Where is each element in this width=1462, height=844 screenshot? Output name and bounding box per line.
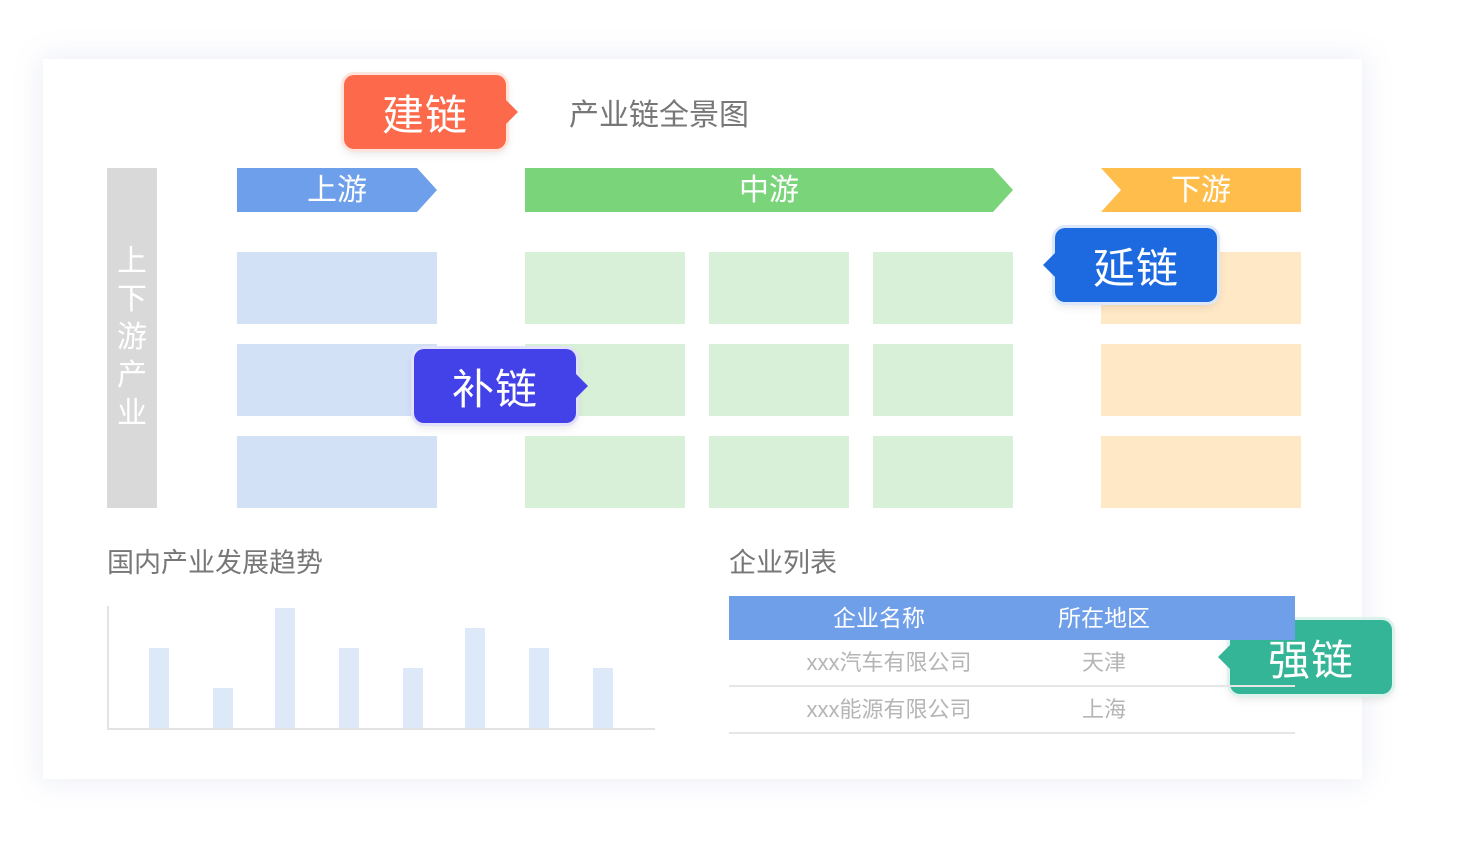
table-header: 企业名称 所在地区: [729, 596, 1295, 640]
midstream-cell: [873, 344, 1013, 416]
upstream-cell: [237, 436, 437, 508]
column-header-name: 企业名称: [833, 605, 925, 631]
trend-bar: [465, 628, 485, 728]
trend-bar: [275, 608, 295, 728]
tag-pointer: [1218, 645, 1230, 669]
tag-pointer: [1043, 253, 1055, 277]
chart-y-axis: [107, 606, 109, 730]
column-header-region: 所在地区: [1058, 605, 1150, 631]
company-table: 企业名称 所在地区 xxx汽车有限公司 天津 xxx能源有限公司 上海: [729, 596, 1295, 734]
upstream-arrow: [237, 168, 437, 212]
midstream-cell: [525, 436, 685, 508]
trend-bar: [593, 668, 613, 728]
trend-bar: [529, 648, 549, 728]
company-region: 天津: [1081, 650, 1126, 675]
company-region: 上海: [1081, 697, 1126, 722]
strengthen-chain-label: 强链: [1267, 636, 1354, 684]
midstream-label: 中游: [739, 174, 799, 207]
trend-bar: [213, 688, 233, 728]
midstream-cell: [709, 436, 849, 508]
upstream-cell: [237, 344, 437, 416]
midstream-cell: [873, 252, 1013, 324]
downstream-cell: [1101, 344, 1301, 416]
downstream-cell: [1101, 436, 1301, 508]
midstream-arrow: [525, 168, 1013, 212]
midstream-cell: [709, 344, 849, 416]
company-name: xxx汽车有限公司: [806, 650, 972, 675]
trend-bar: [339, 648, 359, 728]
page-title: 产业链全景图: [569, 99, 749, 132]
company-list-title: 企业列表: [729, 548, 837, 578]
midstream-cell: [709, 252, 849, 324]
downstream-label: 下游: [1171, 174, 1231, 207]
sidebar-label: 上下游产业: [117, 245, 147, 430]
table-row[interactable]: xxx能源有限公司 上海: [729, 687, 1295, 734]
supplement-chain-label: 补链: [451, 365, 538, 413]
supplement-chain-tag: 补链: [414, 349, 588, 423]
midstream-cell: [873, 436, 1013, 508]
industry-sidebar: 上下游产业: [107, 168, 157, 508]
build-chain-tag: 建链: [344, 75, 518, 149]
chart-x-axis: [107, 728, 655, 730]
trend-title: 国内产业发展趋势: [107, 548, 323, 578]
strengthen-chain-tag: 强链: [1218, 620, 1392, 694]
build-chain-label: 建链: [381, 91, 468, 139]
downstream-arrow: [1101, 168, 1301, 212]
tag-pointer: [576, 374, 588, 398]
extend-chain-label: 延链: [1092, 244, 1179, 292]
trend-bar: [149, 648, 169, 728]
upstream-label: 上游: [307, 174, 367, 207]
table-row[interactable]: xxx汽车有限公司 天津: [729, 640, 1295, 687]
upstream-cell: [237, 252, 437, 324]
company-name: xxx能源有限公司: [806, 697, 972, 722]
midstream-cell: [525, 252, 685, 324]
extend-chain-tag: 延链: [1043, 228, 1217, 302]
trend-bar: [403, 668, 423, 728]
tag-pointer: [506, 100, 518, 124]
